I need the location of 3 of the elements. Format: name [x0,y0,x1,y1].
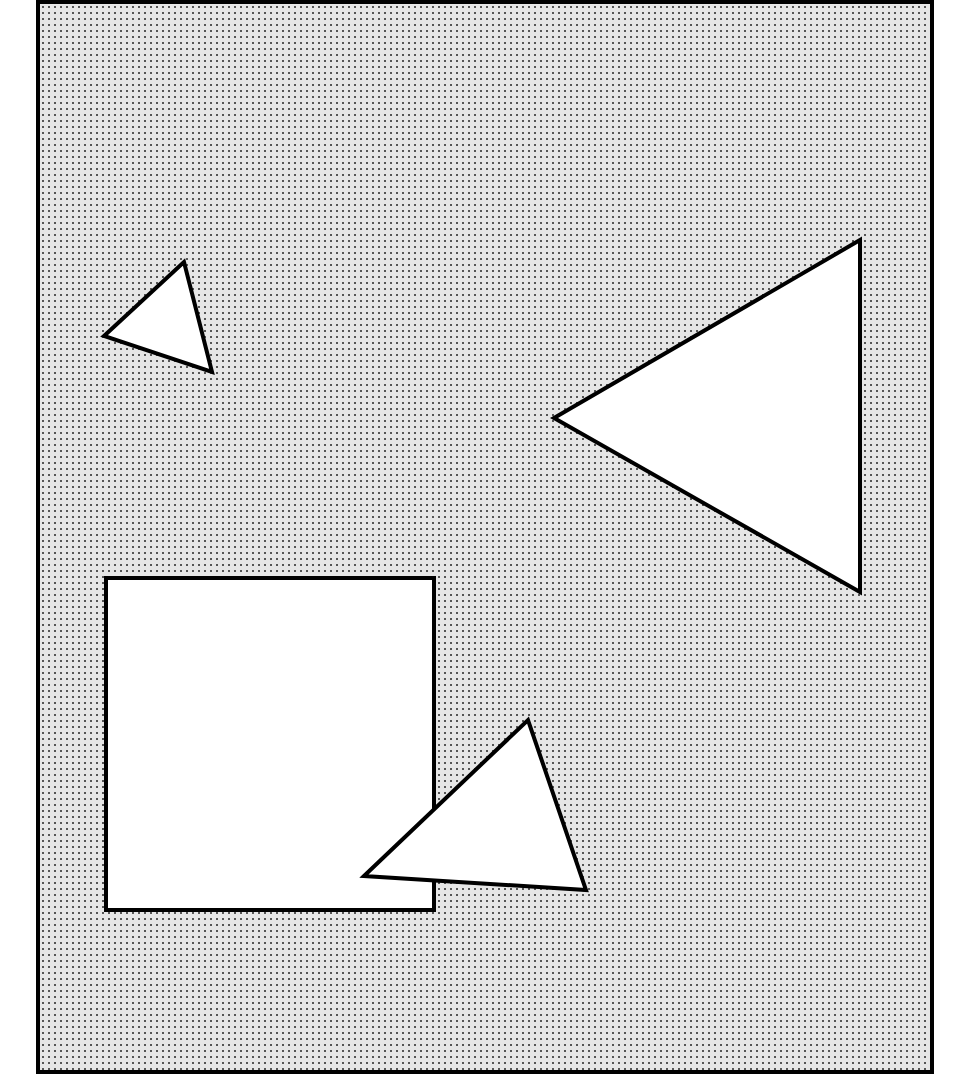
triangle [359,716,589,893]
triangle [100,258,215,376]
triangle [550,236,862,596]
